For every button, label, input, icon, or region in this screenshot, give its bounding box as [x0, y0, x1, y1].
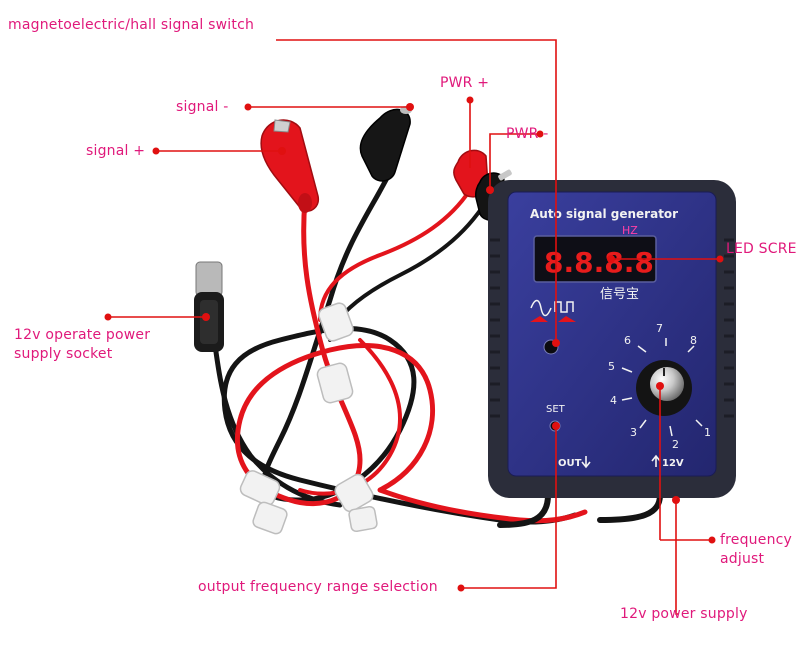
device-title: Auto signal generator	[530, 207, 678, 221]
dial-number: 6	[624, 334, 631, 347]
output-cable	[497, 492, 663, 528]
dial-number: 5	[608, 360, 615, 373]
sine-wave-icon	[530, 299, 552, 317]
power-label: 12V	[662, 458, 684, 469]
out-label: OUT	[558, 458, 582, 469]
up-arrow-icon	[651, 454, 661, 467]
dial-number: 1	[704, 426, 711, 439]
frequency-knob	[636, 360, 692, 416]
signal-generator-device	[488, 180, 736, 498]
dial-ticks	[621, 338, 703, 437]
led-display-digits: 8.8.8.8	[544, 246, 654, 279]
supply-socket-label-line1: 12v operate power	[14, 327, 151, 343]
signal-plus-clip	[260, 119, 320, 213]
dial-number: 7	[656, 322, 663, 335]
cable-clips	[239, 302, 378, 535]
dial-number: 3	[630, 426, 637, 439]
frequency-adjust-label-line1: frequency	[720, 532, 793, 548]
set-label: SET	[546, 404, 566, 415]
leader-dots	[104, 96, 724, 592]
leader-lines	[108, 39, 720, 615]
led-screen-label: LED SCRE	[726, 241, 797, 257]
signal-minus-clip	[359, 106, 412, 182]
dc-plug	[194, 261, 224, 352]
waveform-selector-marks	[530, 316, 576, 322]
dial-number: 2	[672, 438, 679, 451]
red-cable	[234, 188, 588, 524]
pwr-plus-label: PWR +	[440, 75, 490, 91]
pwr-minus-label: PWR -	[506, 126, 549, 142]
signal-plus-label: signal +	[86, 143, 146, 159]
dial-number: 8	[690, 334, 697, 347]
device-hz-unit: HZ	[622, 224, 638, 237]
power-supply-label: 12v power supply	[620, 606, 748, 622]
range-selection-label: output frequency range selection	[198, 579, 438, 595]
device-brand: 信号宝	[600, 287, 639, 302]
dial-number: 4	[610, 394, 617, 407]
down-arrow-icon	[581, 456, 591, 469]
signal-switch-label: magnetoelectric/hall signal switch	[8, 17, 255, 33]
frequency-adjust-label-line2: adjust	[720, 551, 765, 567]
signal-minus-label: signal -	[176, 99, 229, 115]
supply-socket-label-line2: supply socket	[14, 346, 113, 362]
